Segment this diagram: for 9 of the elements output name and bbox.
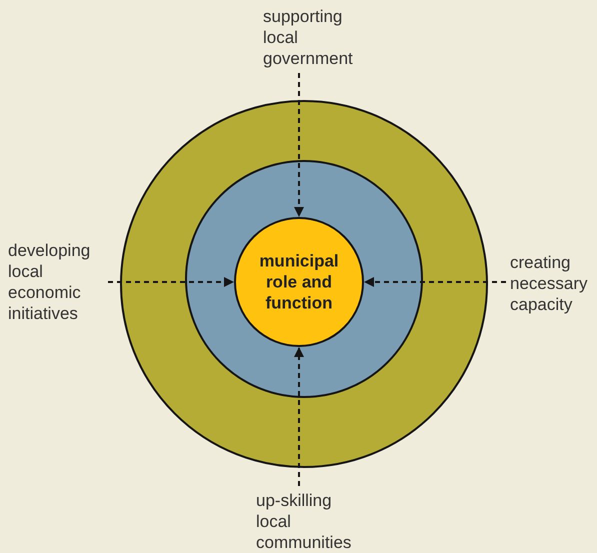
dashed-arrow xyxy=(108,277,234,287)
label-text: developing local economic initiatives xyxy=(8,240,104,324)
dashed-arrow xyxy=(294,73,304,217)
label-text: supporting local government xyxy=(263,6,373,69)
dashed-arrow xyxy=(364,277,506,287)
label-text: up-skilling local communities xyxy=(256,490,368,553)
label-text: creating necessary capacity xyxy=(510,252,596,315)
center-label: municipal role and function xyxy=(258,250,340,314)
dashed-arrow xyxy=(294,347,304,486)
